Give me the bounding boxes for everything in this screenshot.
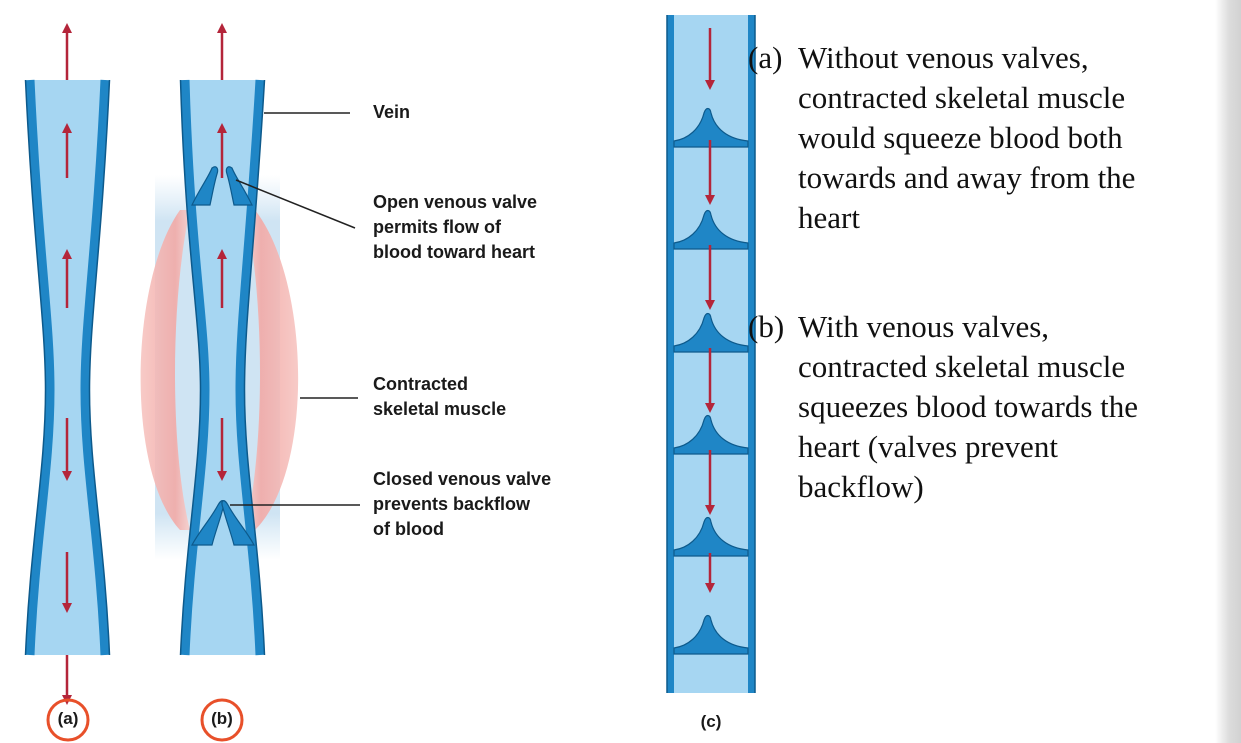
panel-c-valve — [673, 312, 749, 353]
label-open-venous-valve: Open venous valve permits flow of blood … — [373, 192, 538, 262]
description-b-line: With venous valves, — [798, 309, 1050, 344]
vein-b-left-wall — [180, 79, 210, 656]
panel-label-c: (c) — [700, 712, 722, 731]
description-a-line: towards and away from the — [798, 160, 1136, 195]
panel-label-b: (b) — [211, 709, 233, 728]
panel-b-vein — [179, 79, 266, 656]
vein-b-lumen — [185, 80, 260, 655]
open-venous-valve — [191, 166, 253, 206]
label-vein: Vein — [373, 102, 411, 122]
vein-c-left-wall — [667, 15, 674, 693]
description-a-line: contracted skeletal muscle — [798, 80, 1126, 115]
right-edge-shadow — [1215, 0, 1241, 743]
vein-a-right-wall — [80, 79, 110, 656]
panel-c-valve — [673, 414, 749, 455]
panel-b-label-circle — [200, 698, 244, 742]
vein-a-left-wall — [25, 79, 55, 656]
panel-c-valves — [673, 107, 749, 655]
muscle-right — [245, 210, 299, 530]
description-b-line: contracted skeletal muscle — [798, 349, 1126, 384]
description-b: (b) With venous valves, contracted skele… — [748, 307, 1138, 507]
panel-a-vein — [24, 79, 111, 656]
closed-venous-valve — [190, 500, 256, 546]
description-a-line: heart — [798, 200, 860, 235]
description-a: (a) Without venous valves, contracted sk… — [748, 38, 1135, 238]
panel-label-a: (a) — [57, 709, 79, 728]
leader-lines — [230, 112, 360, 506]
description-a-line: Without venous valves, — [798, 40, 1089, 75]
label-contracted-muscle: Contracted skeletal muscle — [373, 374, 507, 419]
panel-a-label-circle — [46, 698, 90, 742]
closed-valve-right-cusp — [221, 500, 256, 546]
open-valve-left-cusp — [191, 166, 219, 206]
description-b-line: squeezes blood towards the — [798, 389, 1139, 424]
description-b-marker: (b) — [748, 309, 785, 344]
panel-c-valve — [673, 614, 749, 655]
description-b-line: heart (valves prevent — [798, 429, 1058, 464]
panel-c-valve — [673, 107, 749, 148]
muscle-left — [140, 210, 190, 530]
vein-a-lumen — [30, 80, 105, 655]
vein-b-right-wall — [235, 79, 265, 656]
leader-open-valve — [235, 179, 356, 229]
label-closed-venous-valve: Closed venous valve prevents backflow of… — [373, 469, 552, 539]
open-valve-right-cusp — [225, 166, 253, 206]
panel-c-valve — [673, 516, 749, 557]
description-a-line: would squeeze blood both — [798, 120, 1123, 155]
panel-c-valve — [673, 209, 749, 250]
description-a-marker: (a) — [748, 40, 783, 75]
description-b-line: backflow) — [798, 469, 924, 504]
vein-c-right-wall — [748, 15, 755, 693]
